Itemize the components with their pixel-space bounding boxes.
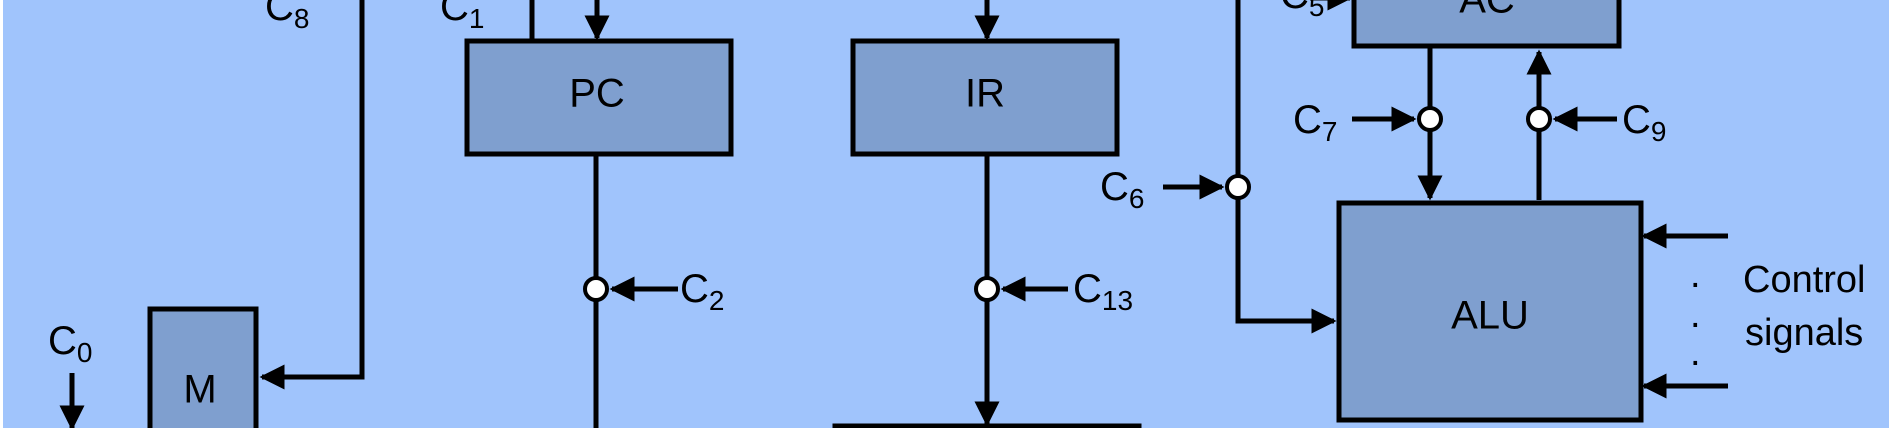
control-signals-line1: Control xyxy=(1743,259,1866,301)
c2-gate xyxy=(583,276,609,302)
ir-register xyxy=(850,38,1120,157)
c7-label: C7 xyxy=(1293,98,1337,147)
c6-gate xyxy=(1225,174,1251,200)
c0-label: C0 xyxy=(48,319,92,368)
m-label: M xyxy=(183,368,216,412)
m-register xyxy=(147,306,259,428)
control-signal-dot: . xyxy=(1690,254,1701,296)
c5-label: C5 xyxy=(1280,0,1324,22)
c6-label: C6 xyxy=(1100,165,1144,214)
c9-gate xyxy=(1526,106,1552,132)
c9-label: C9 xyxy=(1622,98,1666,147)
c2-label: C2 xyxy=(680,267,724,316)
c7-gate xyxy=(1417,106,1443,132)
pc-label: PC xyxy=(569,72,625,116)
control-signal-dot: . xyxy=(1690,332,1701,374)
bottom-output-register xyxy=(832,423,1142,428)
ir-label: IR xyxy=(965,72,1005,116)
c1-label: C1 xyxy=(440,0,484,34)
pc-register xyxy=(464,38,734,157)
alu-block xyxy=(1336,200,1644,423)
ac-label: AC xyxy=(1459,0,1515,22)
alu-label: ALU xyxy=(1451,294,1529,338)
control-signals-line2: signals xyxy=(1745,312,1863,354)
c8-label: C8 xyxy=(265,0,309,34)
c13-label: C13 xyxy=(1073,267,1133,316)
control-signal-dot: . xyxy=(1690,294,1701,336)
right-frame-edge xyxy=(1889,0,1892,428)
left-frame-edge xyxy=(0,0,3,428)
c8-bus-to-m xyxy=(259,0,365,390)
c13-gate xyxy=(974,276,1000,302)
ac-register xyxy=(1351,0,1622,49)
c6-bus-to-alu xyxy=(1235,0,1337,334)
